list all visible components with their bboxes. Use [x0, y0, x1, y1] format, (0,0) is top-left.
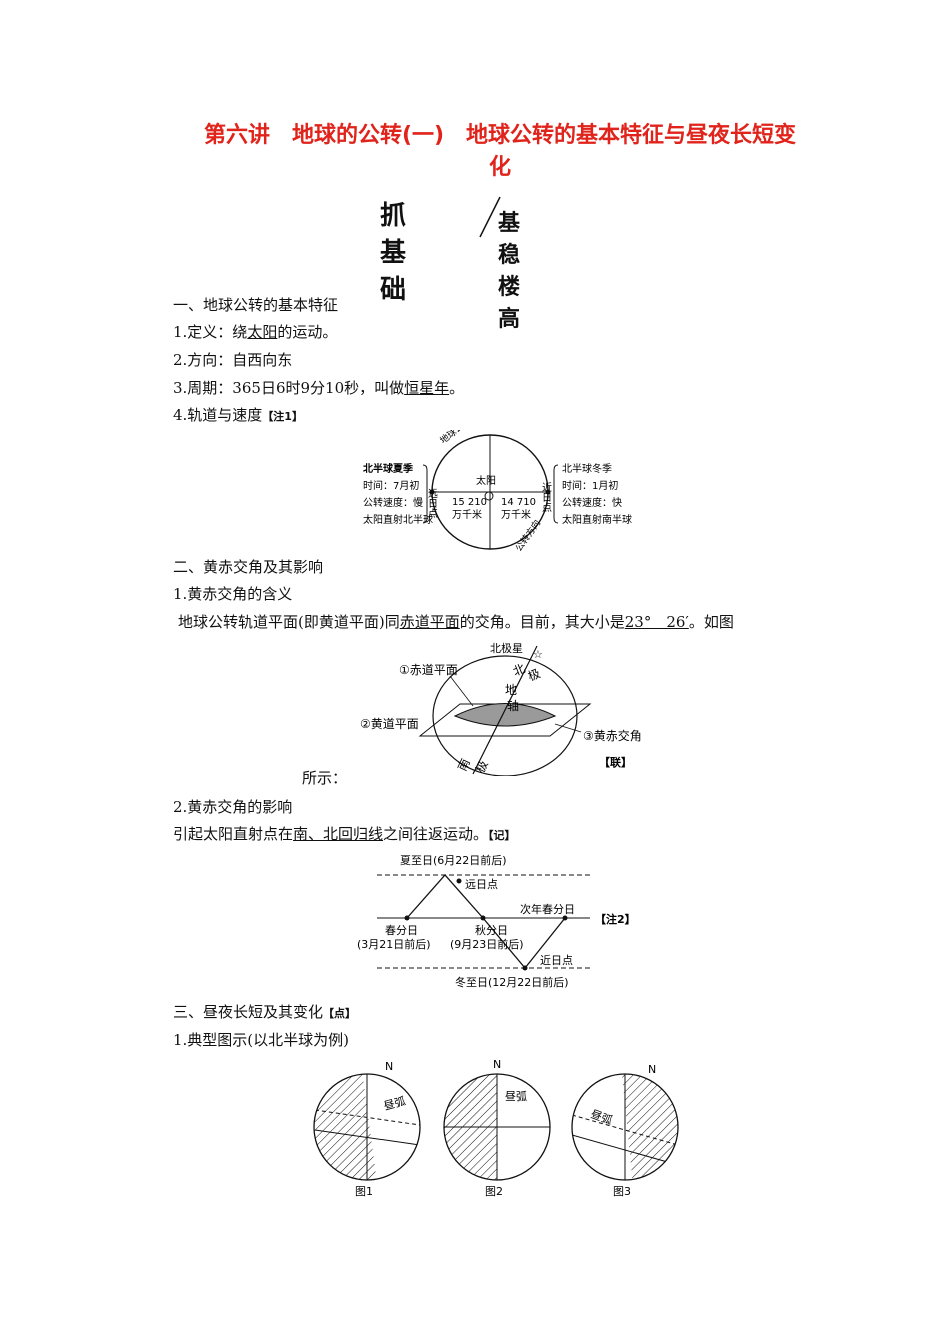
- figure3-caption: 图3: [613, 1185, 631, 1198]
- definition-line: 1.定义：绕太阳的运动。: [173, 322, 337, 342]
- sun-migration-diagram: 夏至日(6月22日前后) 远日点 次年春分日 【注2】 春分日 (3月21日前后…: [357, 853, 636, 989]
- figure-suffix-text: 所示：: [302, 769, 348, 787]
- def-suffix: 的运动。: [277, 323, 338, 341]
- typical-figures-subheading: 1.典型图示(以北半球为例): [173, 1031, 350, 1049]
- note1-tag: 【注1】: [262, 410, 303, 423]
- banner-sub: 基稳楼高: [498, 211, 521, 332]
- figure1-caption: 图1: [355, 1185, 373, 1198]
- section2-heading: 二、黄赤交角及其影响: [173, 558, 324, 576]
- far-distance: 15 210: [452, 497, 487, 508]
- effect-subheading: 2.黄赤交角的影响: [173, 798, 293, 816]
- figure3: N 昼弧 图3: [571, 1063, 679, 1198]
- figure3-north: N: [648, 1063, 656, 1076]
- para-mid: 的交角。目前，其大小是: [459, 613, 625, 631]
- note2-tag: 【注2】: [595, 912, 636, 926]
- right-label-4: 太阳直射南半球: [562, 513, 632, 526]
- figure2-arc: 昼弧: [505, 1089, 527, 1103]
- link-tag: 【联】: [599, 755, 632, 769]
- left-label-4: 太阳直射北半球: [363, 513, 433, 526]
- section3-heading-text: 三、昼夜长短及其变化: [173, 1003, 324, 1021]
- summer-solstice-label: 夏至日(6月22日前后): [400, 853, 507, 867]
- far-point-label: 远日点: [426, 488, 438, 519]
- effect-prefix: 引起太阳直射点在: [173, 825, 294, 843]
- near-unit: 万千米: [501, 508, 531, 521]
- effect-paragraph: 引起太阳直射点在南、北回归线之间往返运动。【记】: [173, 824, 516, 846]
- figure3-arc: 昼弧: [589, 1107, 614, 1128]
- period-suffix: 。: [449, 379, 465, 397]
- orbit-label: 地球公转轨道: [437, 430, 487, 446]
- perihelion-label: 近日点: [540, 954, 573, 967]
- section1-heading: 一、地球公转的基本特征: [173, 296, 339, 314]
- figure1-arc: 昼弧: [382, 1094, 407, 1113]
- far-unit: 万千米: [452, 508, 482, 521]
- autumn-equinox-label: 秋分日: [475, 923, 508, 937]
- near-distance: 14 710: [501, 497, 536, 508]
- orbit-heading-text: 4.轨道与速度: [173, 406, 263, 424]
- para-answer2: 23° 26′: [624, 613, 689, 631]
- equator-plane-label: ①赤道平面: [399, 663, 458, 677]
- figure1-north: N: [385, 1060, 393, 1073]
- title-line2: 化: [488, 155, 511, 180]
- obliquity-angle-label: ③黄赤交角: [583, 728, 642, 743]
- spring-equinox-label: 春分日: [385, 924, 418, 937]
- north-star-icon: ☆: [533, 648, 543, 661]
- direction-label: 公转方向: [513, 517, 543, 553]
- south-char: 南: [454, 756, 473, 773]
- spring-equinox-date: (3月21日前后): [357, 937, 431, 951]
- para-suffix: 。如图: [688, 613, 734, 631]
- para-prefix: 地球公转轨道平面(即黄道平面)同: [178, 613, 400, 631]
- north-star-label: 北极星: [490, 641, 523, 655]
- effect-answer: 南、北回归线: [293, 825, 384, 843]
- sun-label: 太阳: [476, 474, 496, 487]
- figure2: N 昼弧 图2: [443, 1058, 551, 1198]
- remember-tag: 【记】: [488, 829, 516, 842]
- south-pole-char: 极: [473, 758, 491, 775]
- right-label-1: 北半球冬季: [562, 462, 612, 475]
- north-pole-char: 极: [526, 666, 542, 683]
- orbit-heading: 4.轨道与速度【注1】: [173, 405, 303, 427]
- title-line1: 第六讲 地球的公转(一) 地球公转的基本特征与昼夜长短变: [203, 123, 797, 148]
- direction-line: 2.方向：自西向东: [173, 351, 293, 369]
- near-point-label: 近日点: [540, 481, 552, 513]
- right-label-2: 时间：1月初: [562, 479, 618, 492]
- figure2-north: N: [493, 1058, 501, 1071]
- right-label-3: 公转速度：快: [562, 496, 622, 509]
- page-title: 第六讲 地球的公转(一) 地球公转的基本特征与昼夜长短变 化: [150, 120, 850, 184]
- north-char: 北: [511, 661, 527, 678]
- next-spring-label: 次年春分日: [520, 902, 575, 916]
- period-line: 3.周期：365日6时9分10秒，叫做恒星年。: [173, 378, 464, 398]
- left-label-3: 公转速度：慢: [363, 496, 423, 509]
- winter-solstice-label: 冬至日(12月22日前后): [455, 975, 569, 989]
- ecliptic-plane-label: ②黄道平面: [360, 717, 419, 731]
- banner-slash: [479, 196, 501, 238]
- obliquity-diagram: 北极星 ☆ 北 极 地 轴 南 极 ①赤道平面 ②黄道平面 ③黄赤交角 【联】: [360, 641, 642, 776]
- orbit-diagram: 太阳 15 210 万千米 14 710 万千米 地球公转轨道 公转方向 北半球…: [363, 430, 632, 554]
- effect-suffix: 之间往返运动。: [383, 825, 489, 843]
- def-answer: 太阳: [247, 323, 278, 341]
- obliquity-subheading: 1.黄赤交角的含义: [173, 585, 293, 603]
- banner-main: 抓基础: [380, 201, 409, 305]
- axis-char1: 地: [505, 683, 517, 697]
- autumn-equinox-date: (9月23日前后): [450, 937, 524, 951]
- period-answer: 恒星年: [404, 379, 450, 397]
- left-label-1: 北半球夏季: [363, 462, 414, 475]
- figure1: N 昼弧 图1: [313, 1060, 421, 1198]
- aphelion-label: 远日点: [465, 878, 498, 891]
- left-label-2: 时间：7月初: [363, 479, 419, 492]
- section3-heading: 三、昼夜长短及其变化【点】: [173, 1002, 356, 1024]
- axis-char2: 轴: [507, 698, 519, 713]
- para-answer1: 赤道平面: [399, 613, 460, 631]
- def-prefix: 1.定义：绕: [173, 323, 248, 341]
- daynight-diagrams: N 昼弧 图1 N 昼弧 图2 N 昼弧 图3: [313, 1058, 679, 1198]
- period-prefix: 3.周期：365日6时9分10秒，叫做: [173, 379, 405, 397]
- obliquity-paragraph: 地球公转轨道平面(即黄道平面)同赤道平面的交角。目前，其大小是23° 26′。如…: [178, 612, 734, 632]
- figure2-caption: 图2: [485, 1185, 503, 1198]
- point-tag: 【点】: [323, 1007, 357, 1020]
